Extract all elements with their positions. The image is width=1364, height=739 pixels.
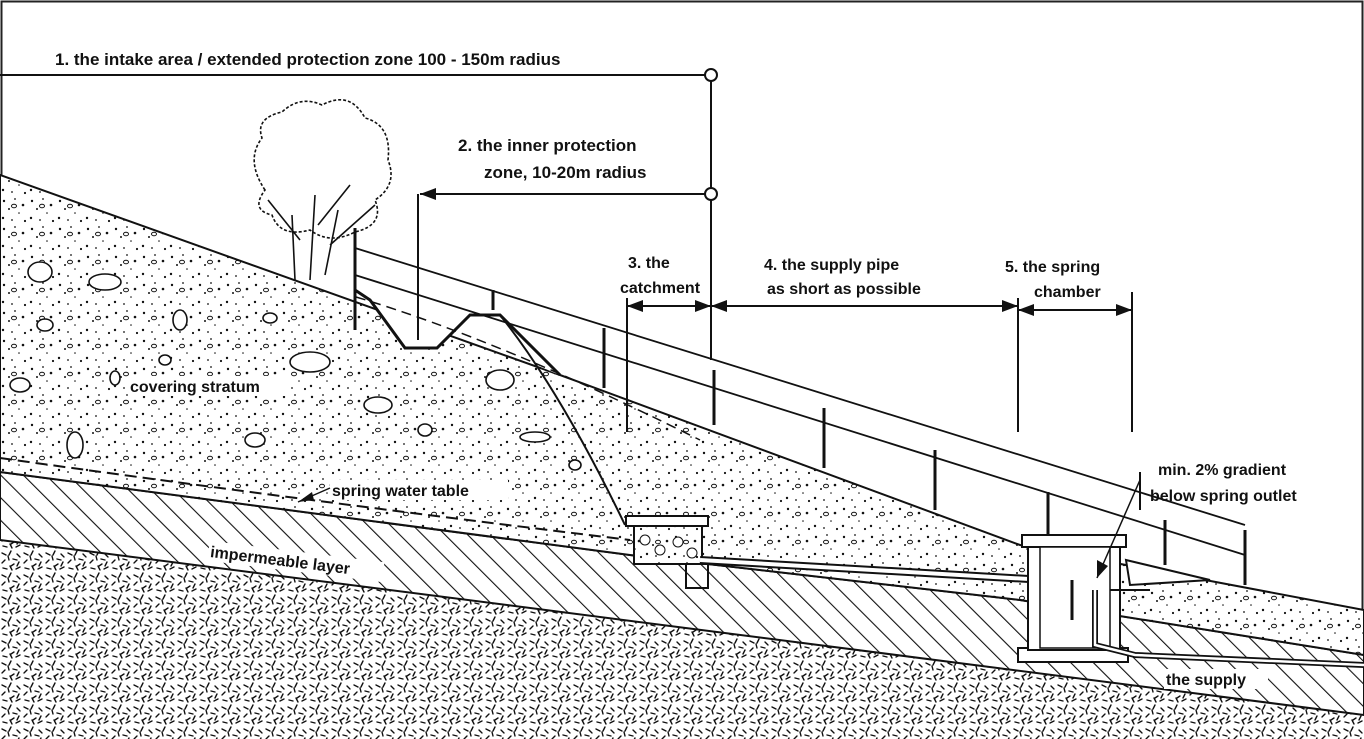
chamber-label-line1: 5. the spring <box>1005 259 1100 276</box>
pipe-label-line1: 4. the supply pipe <box>764 257 899 274</box>
backfill-boundary <box>499 314 626 526</box>
zone2-label-line2: zone, 10-20m radius <box>484 163 647 182</box>
catchment-label-line2: catchment <box>620 280 701 297</box>
pipe-label-line2: as short as possible <box>767 281 921 298</box>
gradient-pointer <box>1096 479 1141 579</box>
supply-label: the supply <box>1166 672 1246 689</box>
zone1-label: 1. the intake area / extended protection… <box>55 50 560 69</box>
fence-wire-top <box>354 247 1246 526</box>
gradient-label-line1: min. 2% gradient <box>1158 462 1287 479</box>
fence-wire-bottom <box>354 274 1246 556</box>
catchment-label-line1: 3. the <box>628 255 670 272</box>
catchment-structure <box>625 515 709 589</box>
gradient-label-line2: below spring outlet <box>1150 488 1297 505</box>
boulders <box>9 261 582 471</box>
fence-posts <box>353 228 1247 585</box>
zone2-marker <box>704 187 718 201</box>
dimension-arrowheads <box>627 300 1132 316</box>
water-table-label: spring water table <box>332 483 469 500</box>
chamber-label-line2: chamber <box>1034 284 1101 301</box>
bedrock-layer <box>0 540 1364 739</box>
zone1-marker <box>704 68 718 82</box>
tree-icon <box>253 98 392 281</box>
original-surface-line <box>355 296 701 441</box>
zone2-label-line1: 2. the inner protection <box>458 136 637 155</box>
covering-stratum-label: covering stratum <box>130 379 260 396</box>
